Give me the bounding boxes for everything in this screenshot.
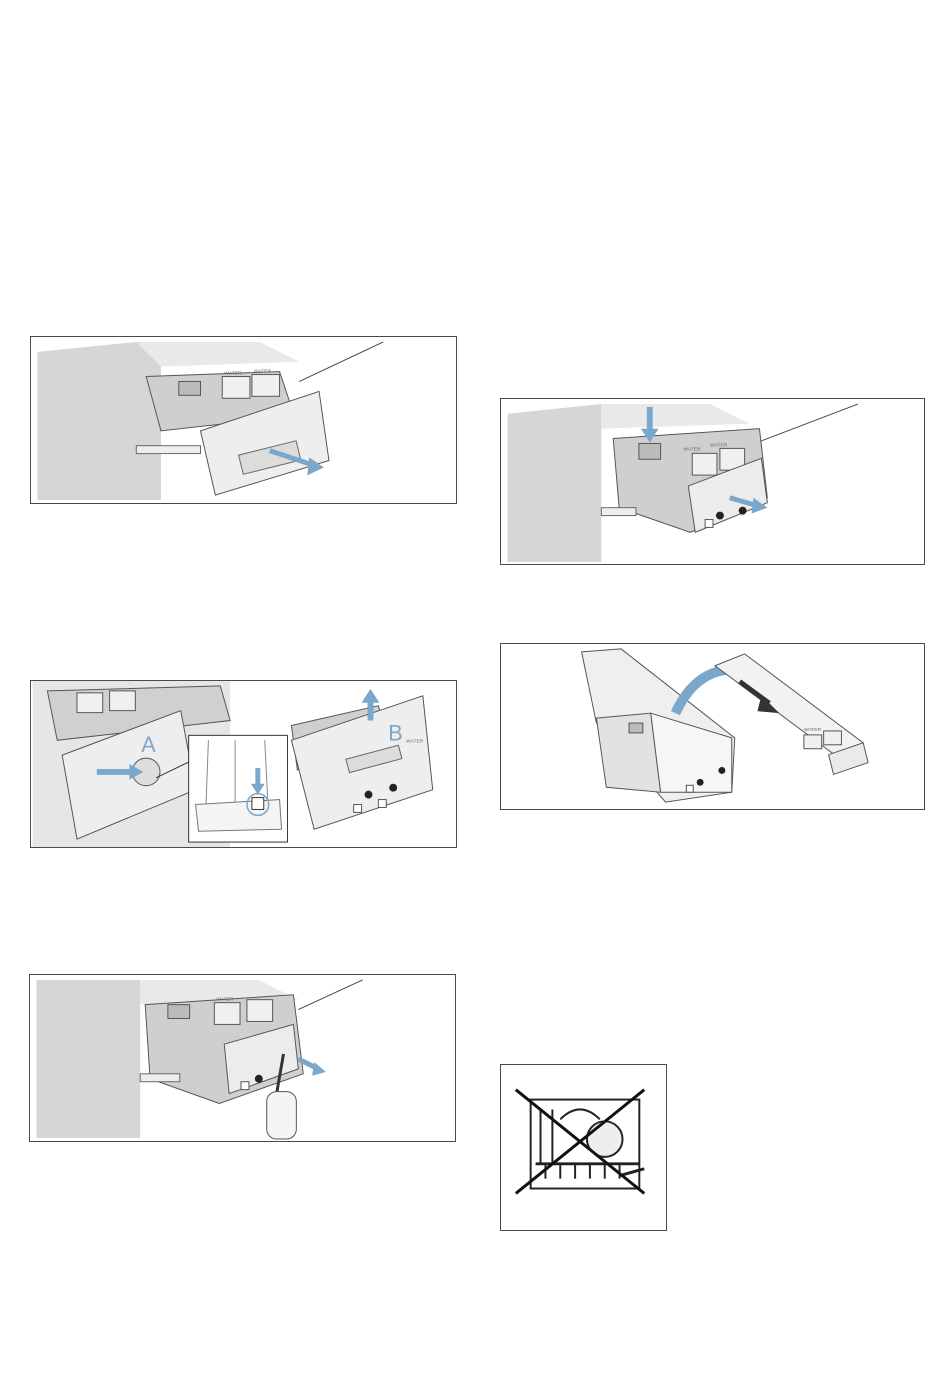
fig3-water-label: WATER [216, 997, 234, 1003]
figure-not-dishwasher-safe [500, 1064, 667, 1231]
callout-b: B [388, 720, 403, 745]
fig1-water-label-2: WATER [254, 369, 272, 375]
fig2-water-label: WATER [406, 738, 424, 744]
arrow-icon [312, 1062, 326, 1076]
fig5-water-label: WATER [804, 727, 822, 733]
figure-drawer-drain: WATER [29, 974, 456, 1142]
figure-drawer-release: A WATER B [30, 680, 457, 848]
illustration-insert-press: WATER WATER [501, 399, 924, 564]
illustration-drawer-release: A WATER B [31, 681, 456, 847]
illustration-drawer-drain: WATER [30, 975, 455, 1141]
fig4-water-label-1: WATER [683, 446, 701, 452]
figure-insert-disassembled: WATER [500, 643, 925, 810]
callout-a: A [141, 732, 156, 757]
no-dishwasher-icon [501, 1065, 666, 1230]
fig4-water-label-2: WATER [710, 442, 728, 448]
arrow-icon [362, 689, 380, 703]
figure-drawer-pull-out: WATER WATER [30, 336, 457, 504]
fig1-water-label-1: WATER [224, 371, 242, 377]
illustration-drawer-pull-out: WATER WATER [31, 337, 456, 503]
illustration-insert-disassembled: WATER [501, 644, 924, 809]
figure-insert-press: WATER WATER [500, 398, 925, 565]
